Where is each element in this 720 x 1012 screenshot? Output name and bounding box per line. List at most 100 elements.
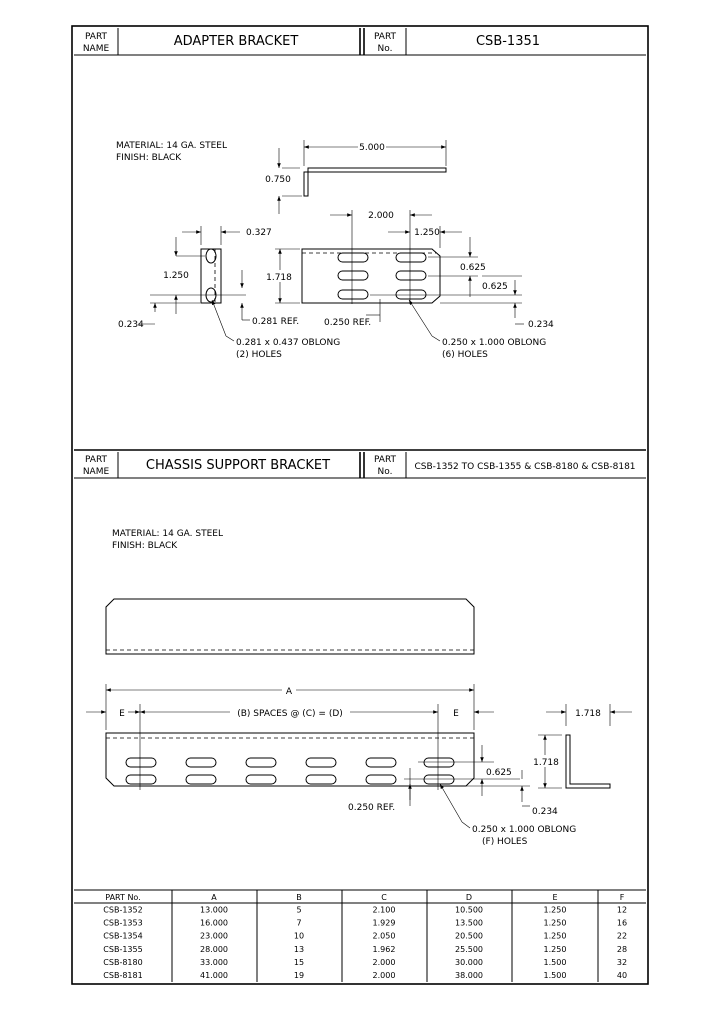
dim-side-hole-spacing: 1.250 <box>163 271 189 281</box>
table-cell: CSB-8181 <box>103 971 142 980</box>
table-header: PART No. A B C D E F <box>105 893 624 902</box>
chassis-callout-1: 0.250 x 1.000 OBLONG <box>472 825 576 835</box>
bottom-material: MATERIAL: 14 GA. STEEL <box>112 529 223 539</box>
chassis-front-view <box>105 732 475 787</box>
table-cell: 28 <box>617 945 627 954</box>
chassis-slot <box>245 774 277 785</box>
table-cell: 38.000 <box>455 971 483 980</box>
table-cell: 1.929 <box>373 919 396 928</box>
front-callout-2: (6) HOLES <box>442 350 488 360</box>
dim-slot-spacing-2: 0.625 <box>482 282 508 292</box>
table-cell: 16 <box>617 919 627 928</box>
table-header-cell: E <box>552 893 557 902</box>
dim-height: 1.718 <box>266 273 292 283</box>
dim-end-offset: 1.250 <box>414 228 440 238</box>
chassis-slot <box>185 757 217 768</box>
adapter-bracket-drawing: MATERIAL: 14 GA. STEEL FINISH: BLACK 5.0… <box>116 140 554 360</box>
top-material: MATERIAL: 14 GA. STEEL <box>116 141 227 151</box>
table-cell: 22 <box>617 932 627 941</box>
table-cell: 12 <box>617 906 627 915</box>
top-part-no: CSB-1351 <box>476 34 540 49</box>
table-cell: 10 <box>294 932 304 941</box>
chassis-side-profile <box>565 734 611 789</box>
bottom-part-no-label-1: PART <box>374 455 397 465</box>
front-slot <box>395 252 427 263</box>
table-cell: 2.100 <box>373 906 396 915</box>
table-cell: 1.250 <box>544 919 567 928</box>
dim-flange: 0.750 <box>265 175 291 185</box>
table-cell: 2.000 <box>373 958 396 967</box>
chassis-slot <box>305 757 337 768</box>
table-cell: 40 <box>617 971 627 980</box>
table-cell: 20.500 <box>455 932 483 941</box>
dim-slot-ref: 0.250 REF. <box>324 318 371 328</box>
front-slots <box>337 252 427 300</box>
bottom-part-name-label-1: PART <box>85 455 108 465</box>
sheet-border <box>71 25 649 985</box>
dim-length: 5.000 <box>359 143 385 153</box>
side-callout-2: (2) HOLES <box>236 350 282 360</box>
dim-slot-spacing-1: 0.625 <box>460 263 486 273</box>
top-title-block: PART NAME ADAPTER BRACKET PART No. CSB-1… <box>74 28 646 56</box>
table-cell: 1.250 <box>544 932 567 941</box>
adapter-front-view <box>301 248 441 304</box>
table-cell: 15 <box>294 958 304 967</box>
dim-chassis-slot-spacing: 0.625 <box>486 768 512 778</box>
top-part-name: ADAPTER BRACKET <box>174 34 299 49</box>
dim-chassis-slot-ref: 0.250 REF. <box>348 803 395 813</box>
dim-side-ref: 0.281 REF. <box>252 317 299 327</box>
table-cell: 7 <box>296 919 301 928</box>
table-cell: 1.962 <box>373 945 396 954</box>
chassis-slot <box>125 757 157 768</box>
chassis-slot <box>423 774 455 785</box>
table-header-cell: C <box>381 893 387 902</box>
table-header-cell: F <box>620 893 625 902</box>
table-cell: CSB-1353 <box>103 919 142 928</box>
dim-side-width: 0.327 <box>246 228 272 238</box>
bottom-part-no-label-2: No. <box>378 467 393 477</box>
table-cell: CSB-1354 <box>103 932 142 941</box>
dim-side-height-bottom: 1.718 <box>533 758 559 768</box>
table-cell: 25.500 <box>455 945 483 954</box>
adapter-profile-view <box>303 167 447 197</box>
table-cell: 13 <box>294 945 304 954</box>
chassis-callout-2: (F) HOLES <box>482 837 528 847</box>
bottom-part-no: CSB-1352 TO CSB-1355 & CSB-8180 & CSB-81… <box>414 462 635 472</box>
table-cell: 13.500 <box>455 919 483 928</box>
front-callout-1: 0.250 x 1.000 OBLONG <box>442 338 546 348</box>
bottom-part-name: CHASSIS SUPPORT BRACKET <box>146 458 330 473</box>
table-cell: CSB-8180 <box>103 958 142 967</box>
table-cell: 13.000 <box>200 906 228 915</box>
bottom-title-block: PART NAME CHASSIS SUPPORT BRACKET PART N… <box>74 449 646 479</box>
table-header-cell: D <box>466 893 472 902</box>
chassis-slot <box>125 774 157 785</box>
table-cell: 30.000 <box>455 958 483 967</box>
table-header-cell: A <box>211 893 217 902</box>
bottom-part-name-label-2: NAME <box>83 467 110 477</box>
top-finish: FINISH: BLACK <box>116 153 182 163</box>
dim-chassis-edge: 0.234 <box>532 807 558 817</box>
table-cell: 5 <box>296 906 301 915</box>
top-part-name-label-1: PART <box>85 32 108 42</box>
table-cell: 1.250 <box>544 945 567 954</box>
top-part-name-label-2: NAME <box>83 44 110 54</box>
chassis-slot <box>365 757 397 768</box>
dim-end-left: E <box>119 709 125 719</box>
table-cell: 1.500 <box>544 958 567 967</box>
chassis-slot <box>423 757 455 768</box>
top-part-no-label-2: No. <box>378 44 393 54</box>
table-cell: 19 <box>294 971 304 980</box>
dim-right-edge: 0.234 <box>528 320 554 330</box>
chassis-slot <box>305 774 337 785</box>
table-cell: 41.000 <box>200 971 228 980</box>
dim-overall: A <box>286 687 293 697</box>
front-slot <box>337 270 369 281</box>
